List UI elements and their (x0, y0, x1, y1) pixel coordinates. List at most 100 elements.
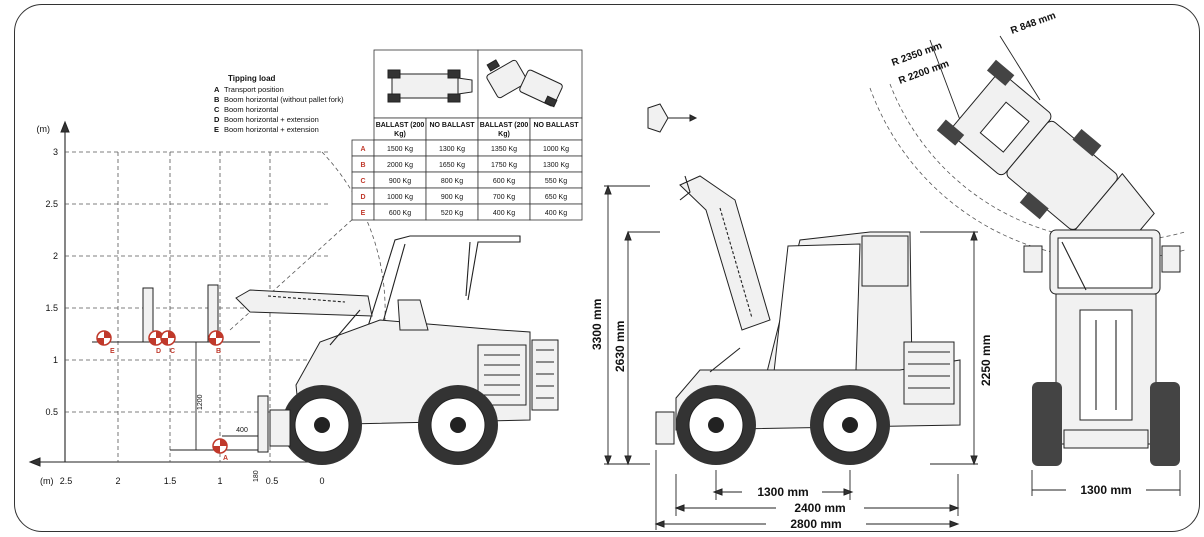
y-tick: 3 (53, 147, 58, 157)
reach-arc (321, 151, 386, 463)
fork-e-d (142, 287, 154, 343)
x-unit: (m) (40, 476, 54, 486)
table-cell: 600 Kg (493, 178, 515, 185)
y-tick: 2 (53, 251, 58, 261)
table-cell: 1500 Kg (387, 146, 413, 153)
y-tick: 1 (53, 355, 58, 365)
table-cell: 400 Kg (545, 210, 567, 217)
wheelbase: 1300 mm (757, 485, 808, 499)
x-tick: 1.5 (164, 476, 177, 486)
dim-1200: 1200 (197, 394, 204, 410)
svg-text:D: D (214, 115, 220, 124)
table-cell: 650 Kg (545, 194, 567, 201)
tipping-load-title: Tipping load (228, 74, 276, 83)
svg-text:E: E (110, 348, 115, 355)
x-axis-arrow-icon (28, 457, 41, 467)
tipping-load-legend: Tipping load A Transport position B Boom… (214, 74, 344, 134)
table-cell: 800 Kg (441, 178, 463, 185)
table-cell: 1000 Kg (543, 146, 569, 153)
col-header: NO BALLAST (533, 122, 579, 129)
rear-wheel (418, 385, 498, 465)
loader-front-view: 1300 mm (1023, 229, 1181, 497)
svg-text:A: A (223, 455, 228, 462)
top-view-articulated-icon (486, 59, 563, 108)
x-tick: 0.5 (266, 476, 279, 486)
table-cell: 400 Kg (493, 210, 515, 217)
table-cell: 1350 Kg (491, 146, 517, 153)
col-header: BALLAST (200 Kg) (375, 122, 425, 138)
length-dimensions: 1300 mm 2400 mm 2800 mm (654, 450, 960, 531)
cog-marker-e: E (96, 330, 115, 355)
svg-text:B: B (214, 95, 220, 104)
row-key: A (360, 146, 365, 153)
table-cell: 2000 Kg (387, 162, 413, 169)
y-unit: (m) (37, 124, 51, 134)
cog-marker-d: D (148, 330, 164, 355)
front-width: 1300 mm (1080, 483, 1131, 497)
table-cell: 900 Kg (389, 178, 411, 185)
rear-wheel (810, 385, 890, 465)
y-tick: 2.5 (45, 199, 58, 209)
length-body: 2400 mm (794, 501, 845, 515)
row-key: B (360, 162, 365, 169)
table-cell: 520 Kg (441, 210, 463, 217)
radius-small: R 848 mm (1009, 10, 1057, 37)
col-header: BALLAST (200 Kg) (479, 122, 529, 138)
table-rows: A 1500 Kg 1300 Kg 1350 Kg 1000 Kg B 2000 Kg 165… (351, 139, 583, 221)
height-dimensions: 3300 mm 2630 mm 2250 mm (590, 184, 993, 466)
front-wheel (676, 385, 756, 465)
x-tick: 0 (319, 476, 324, 486)
tipping-load-table: BALLAST (200 Kg) NO BALLAST BALLAST (200… (351, 49, 583, 221)
x-tick: 2.5 (60, 476, 73, 486)
y-axis-arrow-icon (60, 120, 70, 133)
loader-side-view (647, 103, 961, 465)
table-cell: 550 Kg (545, 178, 567, 185)
row-key: C (360, 178, 365, 185)
height-cab: 2630 mm (613, 321, 627, 372)
fork-a (257, 395, 269, 453)
height-total: 3300 mm (590, 299, 604, 350)
svg-text:C: C (214, 105, 220, 114)
svg-text:C: C (170, 348, 175, 355)
col-header: NO BALLAST (429, 122, 475, 129)
radius-arc-outer (869, 87, 1186, 261)
table-cell: 1650 Kg (439, 162, 465, 169)
table-cell: 900 Kg (441, 194, 463, 201)
svg-text:Boom horizontal + extension: Boom horizontal + extension (224, 125, 319, 134)
x-tick: 2 (115, 476, 120, 486)
svg-text:Boom horizontal: Boom horizontal (224, 105, 279, 114)
tire-right (1150, 382, 1180, 466)
mirror-right-icon (1161, 245, 1181, 273)
svg-text:B: B (216, 348, 221, 355)
y-tick: 1.5 (45, 303, 58, 313)
mirror-left-icon (1023, 245, 1043, 273)
svg-text:Boom horizontal (without palle: Boom horizontal (without pallet fork) (224, 95, 344, 104)
table-cell: 1300 Kg (543, 162, 569, 169)
top-view-straight-icon (387, 69, 473, 103)
tire-left (1032, 382, 1062, 466)
dim-180: 180 (253, 470, 260, 482)
svg-text:E: E (214, 125, 219, 134)
loader-side-view-forks (235, 235, 559, 465)
table-cell: 700 Kg (493, 194, 515, 201)
cog-marker-c: C (160, 330, 176, 355)
svg-text:Transport position: Transport position (224, 85, 284, 94)
table-cell: 1300 Kg (439, 146, 465, 153)
cog-markers: E D C B (96, 330, 228, 462)
svg-text:A: A (214, 85, 220, 94)
table-cell: 600 Kg (389, 210, 411, 217)
load-chart: 3 2.5 2 1.5 1 0.5 (m) (m) 2.5 2 1.5 1 0.… (28, 120, 386, 486)
table-cell: 1750 Kg (491, 162, 517, 169)
svg-text:D: D (156, 348, 161, 355)
joint-detail-icon (647, 103, 698, 133)
svg-text:Boom horizontal + extension: Boom horizontal + extension (224, 115, 319, 124)
row-key: E (361, 210, 366, 217)
front-wheel (282, 385, 362, 465)
height-right: 2250 mm (979, 335, 993, 386)
cog-marker-b: B (208, 330, 224, 355)
dim-400: 400 (236, 427, 248, 434)
y-tick: 0.5 (45, 407, 58, 417)
row-key: D (360, 194, 365, 201)
